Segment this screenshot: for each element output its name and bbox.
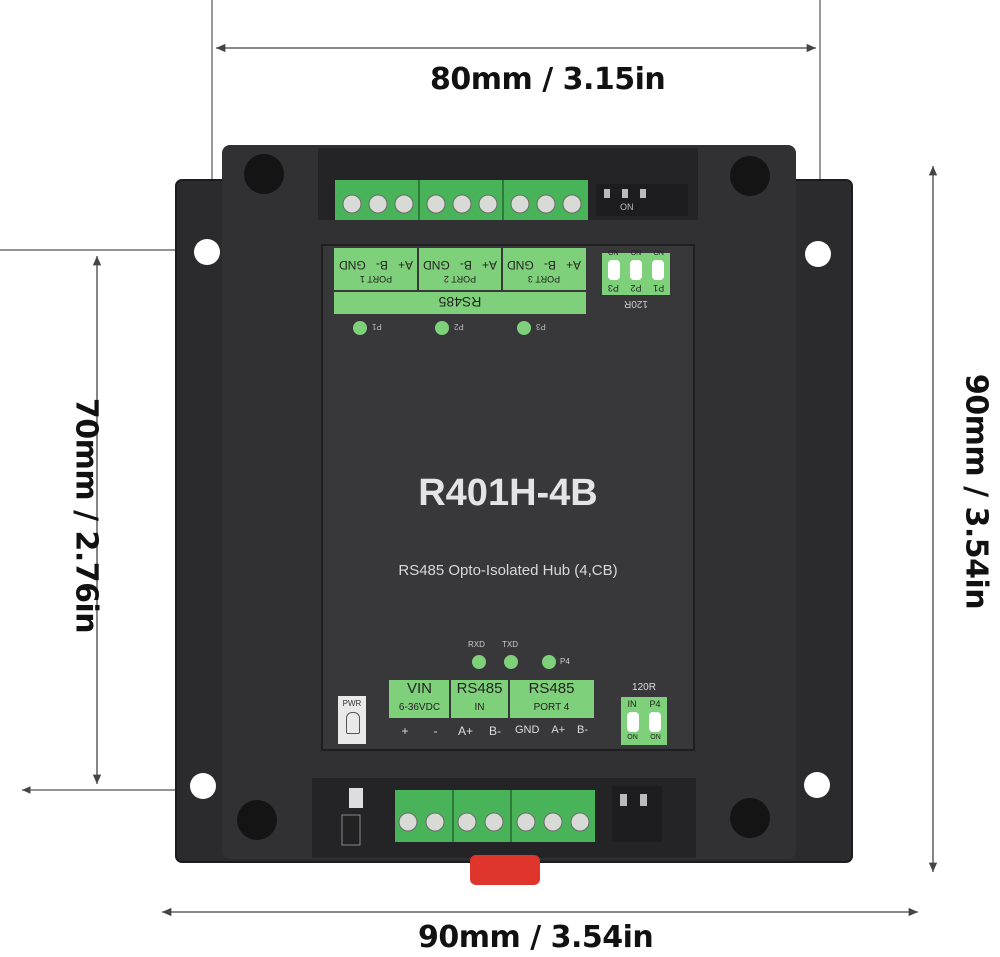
mounting-hole (190, 773, 216, 799)
led-label-p3: P3 (536, 322, 546, 331)
pin-label: GND (507, 258, 534, 272)
pin-label: B- (459, 258, 472, 272)
dip-on-label: ON (650, 734, 661, 741)
pin-label: + (401, 724, 409, 738)
dip-label: P2 (630, 283, 642, 293)
screw (730, 156, 770, 196)
dip-on-text: ON (620, 202, 634, 212)
vin-sub: 6-36VDC (398, 702, 441, 713)
din-clip (470, 855, 540, 885)
terminal-screw (543, 812, 563, 832)
rs485-in-header: RS485 (456, 680, 503, 697)
terminal-screw (394, 194, 414, 214)
led-p2 (435, 321, 449, 335)
mounting-hole (194, 239, 220, 265)
terminal-screw (452, 194, 472, 214)
led-label-rxd: RXD (468, 640, 485, 649)
model-title: R401H-4B (418, 472, 598, 514)
led-txd (504, 655, 518, 669)
dip-on-label: ON (630, 250, 642, 257)
terminal-screw (536, 194, 556, 214)
pwr-led-bottom (349, 788, 363, 808)
rs485-port4-pins: GND A+ B- (509, 724, 594, 736)
dip-label: IN (627, 699, 637, 709)
rs485-in-sub: IN (474, 702, 485, 713)
mounting-hole (805, 241, 831, 267)
terminal-screw (516, 812, 536, 832)
terminal-screw (484, 812, 504, 832)
terminal-screw (457, 812, 477, 832)
pin-label: GND (514, 724, 540, 736)
led-label-p4: P4 (560, 657, 570, 666)
pin-label: A+ (457, 724, 473, 738)
pwr-label: PWR (342, 699, 362, 708)
led-p1 (353, 321, 367, 335)
terminal-screw (426, 194, 446, 214)
dip-on-label: ON (627, 734, 638, 741)
led-label-txd: TXD (502, 640, 518, 649)
terminal-screw (478, 194, 498, 214)
pin-label: A+ (397, 258, 413, 272)
terminal-screw (425, 812, 445, 832)
led-p3 (517, 321, 531, 335)
port2-pins: A+ B- GND (418, 250, 502, 272)
bottom-dip-label: 120R (632, 682, 656, 693)
bottom-dip-on-labels: ON ON (621, 734, 667, 741)
port1-name: PORT 1 (359, 274, 393, 284)
bottom-dip-switch-labels: IN P4 (621, 699, 667, 709)
device-description: RS485 Opto-Isolated Hub (4,CB) (398, 562, 618, 579)
dip-label: P3 (607, 283, 619, 293)
pin-label: - (433, 724, 438, 738)
port1-pins: A+ B- GND (334, 250, 418, 272)
port3-name: PORT 3 (527, 274, 561, 284)
vin-header: VIN (406, 680, 432, 697)
mounting-hole (804, 772, 830, 798)
led-p4 (542, 655, 556, 669)
top-dip-labels: P1 P2 P3 (602, 283, 670, 293)
pwr-led-icon (346, 712, 360, 734)
led-rxd (472, 655, 486, 669)
led-label-p2: P2 (454, 322, 464, 331)
rs485-port4-header: RS485 (528, 680, 575, 697)
pin-label: B- (577, 724, 589, 736)
pin-label: A+ (565, 258, 581, 272)
dip-label: P1 (653, 283, 665, 293)
top-dip-label: 120R (624, 298, 648, 309)
led-label-p1: P1 (372, 322, 382, 331)
top-dip-on: ON ON ON (602, 250, 670, 257)
terminal-screw (398, 812, 418, 832)
bus-label-top: RS485 (438, 294, 482, 310)
pin-label: B- (375, 258, 388, 272)
terminal-screw (342, 194, 362, 214)
terminal-screw (368, 194, 388, 214)
bottom-width-label: 90mm / 3.54in (418, 920, 654, 955)
terminal-screw (562, 194, 582, 214)
screw (244, 154, 284, 194)
dip-on-label: ON (608, 250, 619, 257)
pin-label: A+ (481, 258, 497, 272)
vin-pins: + - (389, 724, 450, 738)
port2-name: PORT 2 (443, 274, 477, 284)
screw (730, 798, 770, 838)
pin-label: A+ (551, 724, 566, 736)
pin-label: GND (423, 258, 450, 272)
screw (237, 800, 277, 840)
pin-label: B- (543, 258, 556, 272)
pin-label: B- (488, 724, 501, 738)
rs485-port4-sub: PORT 4 (533, 702, 570, 713)
port3-pins: A+ B- GND (502, 250, 586, 272)
terminal-screw (570, 812, 590, 832)
top-width-label: 80mm / 3.15in (430, 62, 666, 97)
rs485-in-pins: A+ B- (450, 724, 509, 738)
terminal-screw (510, 194, 530, 214)
pin-label: GND (339, 258, 366, 272)
dip-label: P4 (649, 699, 661, 709)
dip-on-label: ON (653, 250, 664, 257)
